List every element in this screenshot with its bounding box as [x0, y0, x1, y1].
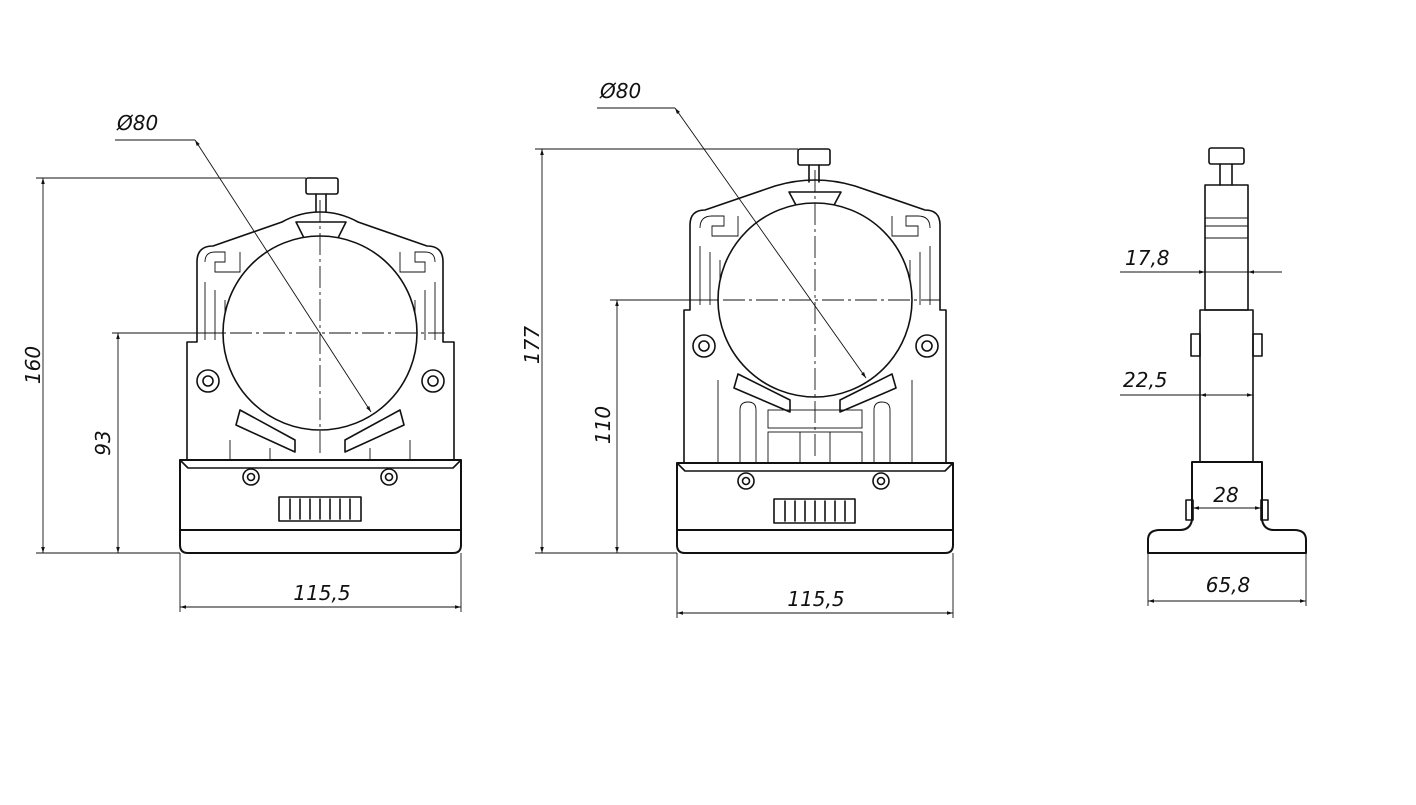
diameter-label: Ø80 — [116, 111, 158, 135]
width-label: 115,5 — [293, 581, 350, 605]
front-view-b — [676, 148, 954, 554]
base-plate — [676, 529, 954, 554]
knurled-knob — [278, 496, 362, 522]
axis-height-label: 110 — [591, 406, 615, 444]
side-view — [1147, 147, 1307, 554]
dimensions-front-a: 160 93 115,5 Ø80 — [21, 111, 462, 612]
front-view-a — [179, 177, 462, 554]
height-label: 177 — [520, 326, 544, 364]
diameter-label: Ø80 — [599, 79, 641, 103]
side-base — [1147, 461, 1307, 554]
dimensions-front-b: 177 110 115,5 Ø80 — [520, 79, 954, 618]
base-width-label: 65,8 — [1206, 573, 1251, 597]
dimensions-side: 17,8 22,5 28 65,8 — [1120, 246, 1307, 606]
block-width-label: 28 — [1213, 483, 1238, 507]
axis-height-label: 93 — [91, 430, 115, 455]
height-label: 160 — [21, 346, 45, 384]
knurled-knob — [773, 498, 856, 524]
side-rod — [1204, 184, 1249, 311]
rod-width-label: 17,8 — [1125, 246, 1170, 270]
post-width-label: 22,5 — [1123, 368, 1168, 392]
width-label: 115,5 — [787, 587, 844, 611]
side-post — [1199, 309, 1254, 463]
base-plate — [179, 529, 462, 554]
